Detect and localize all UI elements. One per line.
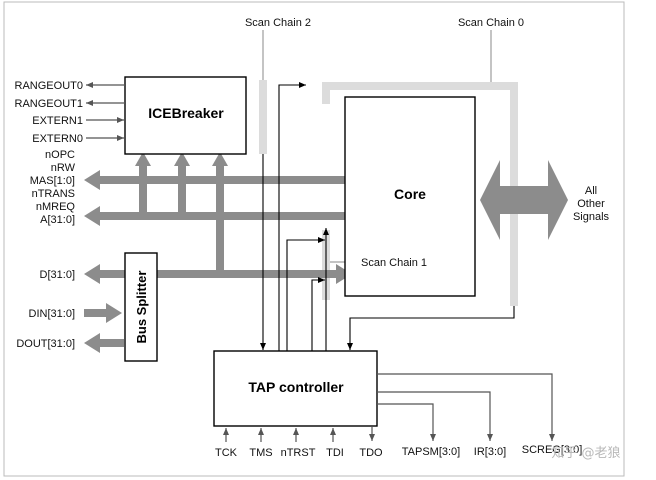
bottom-signal-labels: TCK TMS nTRST TDI TDO TAPSM[3:0] IR[3:0]… — [215, 444, 582, 459]
tap-controller-block — [213, 350, 378, 427]
scan-chain-2-label: Scan Chain 2 — [245, 17, 311, 29]
signal-nrw: nRW — [51, 162, 76, 174]
signal-address: A[31:0] — [40, 214, 75, 226]
signal-screg: SCREG[3:0] — [522, 444, 583, 456]
signal-tck: TCK — [215, 447, 238, 459]
signal-ir: IR[3:0] — [474, 446, 506, 458]
scan-chain-1-label: Scan Chain 1 — [361, 257, 427, 269]
jtag-thin-lines — [260, 82, 515, 351]
left-signal-labels: RANGEOUT0 RANGEOUT1 EXTERN1 EXTERN0 nOPC… — [15, 80, 83, 350]
core-label: Core — [394, 186, 426, 202]
signal-data: D[31:0] — [40, 269, 75, 281]
signal-tdo: TDO — [359, 447, 383, 459]
signal-din: DIN[31:0] — [29, 308, 75, 320]
signal-mas: MAS[1:0] — [30, 175, 75, 187]
tap-inputs — [223, 427, 375, 442]
tap-controller-label: TAP controller — [248, 379, 344, 395]
outer-frame — [3, 1, 625, 477]
signal-rangeout1: RANGEOUT1 — [15, 98, 83, 110]
watermark: 知乎 @老狼 — [551, 445, 620, 461]
address-control-buses — [84, 152, 345, 274]
signal-ntrans: nTRANS — [32, 188, 75, 200]
signal-extern0: EXTERN0 — [32, 133, 83, 145]
bus-splitter-label: Bus Splitter — [134, 271, 149, 344]
other-signals-line1: All — [585, 185, 597, 197]
scan-chain-0-label: Scan Chain 0 — [458, 17, 524, 29]
core-block — [344, 96, 476, 297]
signal-tdi: TDI — [326, 447, 344, 459]
signal-tms: TMS — [249, 447, 272, 459]
icebreaker-label: ICEBreaker — [148, 105, 224, 121]
all-other-signals-arrow — [480, 160, 568, 240]
tap-outputs — [377, 373, 555, 441]
din-dout-buses — [84, 303, 124, 353]
other-signals-label: All Other Signals — [573, 185, 610, 223]
other-signals-line2: Other — [577, 198, 605, 210]
signal-nmreq: nMREQ — [36, 201, 76, 213]
signal-rangeout0: RANGEOUT0 — [15, 80, 83, 92]
icebreaker-outputs — [86, 82, 125, 141]
data-bus — [84, 264, 352, 284]
scan-chain-2-path — [259, 80, 267, 154]
bus-splitter-block — [124, 252, 158, 362]
icebreaker-block — [124, 76, 247, 155]
signal-nopc: nOPC — [45, 149, 75, 161]
signal-tapsm: TAPSM[3:0] — [402, 446, 460, 458]
signal-ntrst: nTRST — [281, 447, 316, 459]
signal-dout: DOUT[31:0] — [16, 338, 75, 350]
signal-extern1: EXTERN1 — [32, 115, 83, 127]
other-signals-line3: Signals — [573, 211, 610, 223]
